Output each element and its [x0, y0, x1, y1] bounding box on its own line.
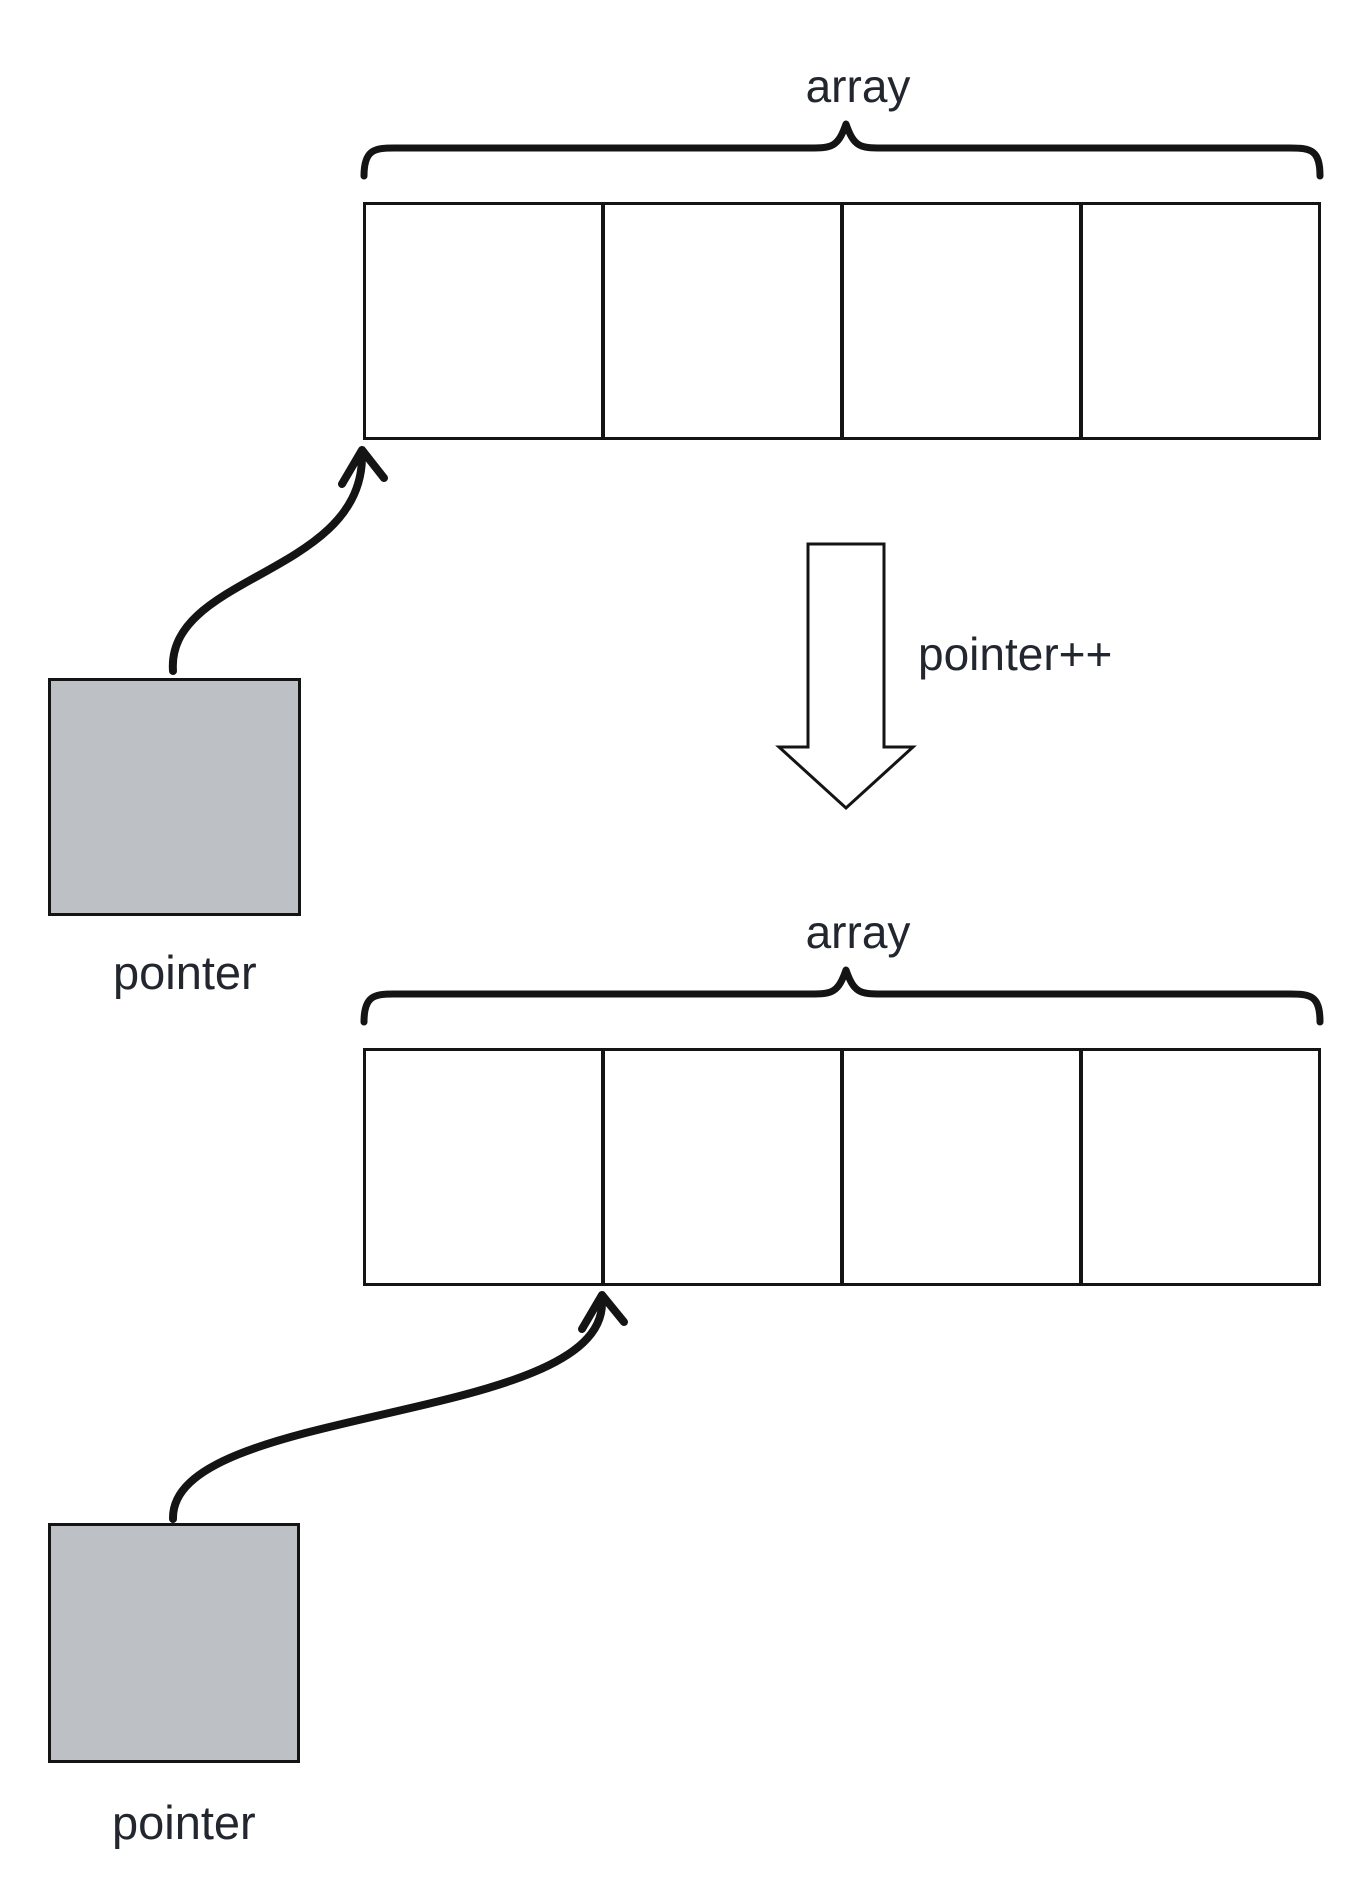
pointer-arrow-top-head-icon — [338, 446, 388, 488]
pointer-arrow-bottom-curve — [168, 1299, 606, 1523]
block-arrow-down-icon — [775, 542, 917, 811]
array-cell — [844, 1051, 1083, 1283]
array-cell — [1083, 205, 1318, 437]
array-cell — [366, 1051, 605, 1283]
array-cell — [1083, 1051, 1318, 1283]
array-label-bottom: array — [805, 906, 911, 958]
pointer-label-bottom: pointer — [112, 1796, 256, 1849]
pointer-label-top: pointer — [113, 946, 257, 999]
pointer-box-top — [48, 678, 301, 916]
array-cell — [605, 205, 844, 437]
curly-brace-bottom — [360, 966, 1324, 1026]
pointer-arrow-top-curve — [168, 454, 366, 675]
array-label-top: array — [805, 60, 911, 112]
array-cell — [605, 1051, 844, 1283]
array-bottom — [363, 1048, 1321, 1286]
array-cell — [844, 205, 1083, 437]
pointer-arrow-bottom-head-icon — [578, 1291, 628, 1333]
curly-brace-top — [360, 120, 1324, 180]
pointer-increment-label: pointer++ — [918, 628, 1113, 680]
array-top — [363, 202, 1321, 440]
array-cell — [366, 205, 605, 437]
pointer-box-bottom — [48, 1523, 300, 1763]
